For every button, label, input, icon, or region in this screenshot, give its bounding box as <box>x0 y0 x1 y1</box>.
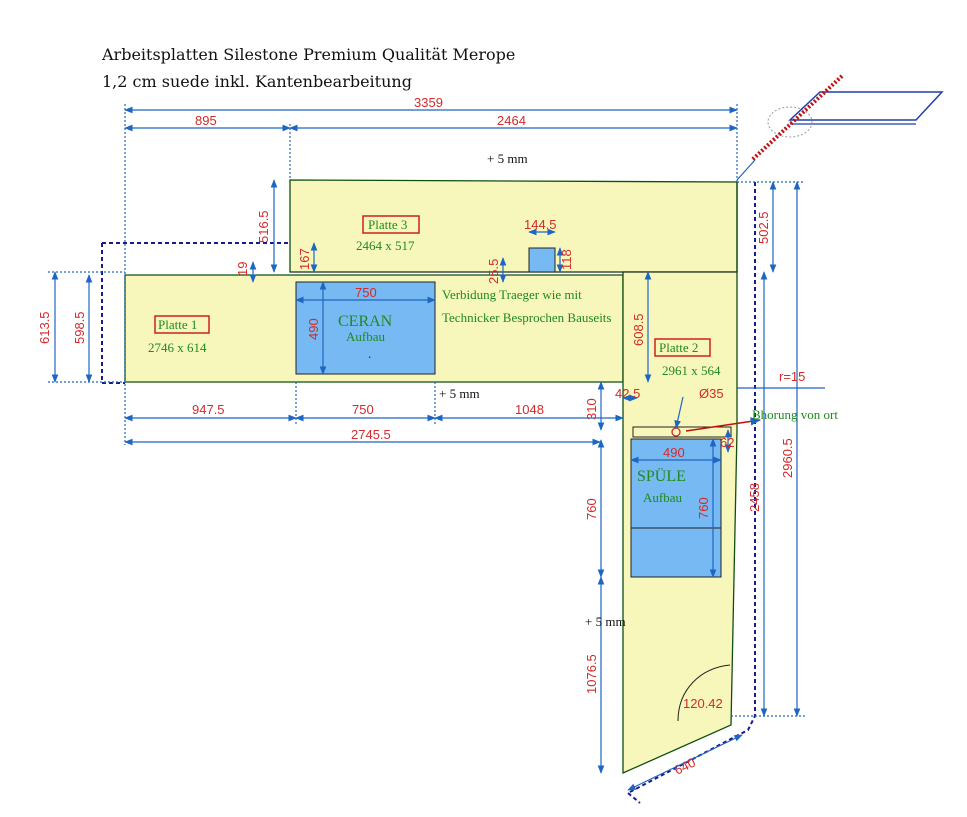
edge-detail-sketch <box>736 74 944 181</box>
dim-613-5: 613.5 <box>37 311 52 344</box>
drill-note: Bhorung von ort <box>752 407 838 422</box>
ceran-dot: . <box>368 346 371 361</box>
corner-radius-arc <box>677 664 731 722</box>
dim-310: 310 <box>584 398 599 420</box>
small-notch-cutout <box>528 247 556 273</box>
platte-3-size: 2464 x 517 <box>356 238 415 253</box>
dim-608-5: 608.5 <box>631 313 646 346</box>
ceran-note: Aufbau <box>346 329 385 344</box>
dim-42-5: 42.5 <box>615 386 640 401</box>
join-note-line-2: Technicker Besprochen Bauseits <box>442 310 611 325</box>
header-line-1: Arbeitsplatten Silestone Premium Qualitä… <box>102 45 516 64</box>
platte-2-label-box <box>654 338 711 357</box>
dimension-labels: 3359 895 2464 516.5 144.5 167 19 25.5 11… <box>37 95 805 778</box>
dim-750: 750 <box>352 402 374 417</box>
dim-120-42: 120.42 <box>683 696 723 711</box>
spuele-note: Aufbau <box>643 490 682 505</box>
platte-1-label: Platte 1 <box>158 317 197 332</box>
dimension-lines <box>48 104 825 791</box>
dim-2960-5: 2960.5 <box>780 438 795 478</box>
slab-platte-3 <box>289 179 738 273</box>
dim-spuele-490: 490 <box>663 445 685 460</box>
dim-598-5: 598.5 <box>72 311 87 344</box>
dim-ceran-490: 490 <box>306 318 321 340</box>
dim-2458: 2458 <box>747 483 762 512</box>
header-line-2: 1,2 cm suede inkl. Kantenbearbeitung <box>102 72 412 91</box>
ceran-label: CERAN <box>338 313 393 330</box>
platte-1-label-box <box>154 315 210 334</box>
join-note-line-1: Verbidung Traeger wie mit <box>442 287 582 302</box>
plus-5-right: + 5 mm <box>585 614 626 629</box>
dim-947-5: 947.5 <box>192 402 225 417</box>
dim-62: 62 <box>720 435 734 450</box>
plus-5-top: + 5 mm <box>487 151 528 166</box>
dim-760: 760 <box>584 498 599 520</box>
dim-895: 895 <box>195 113 217 128</box>
dim-r-15: r=15 <box>779 369 805 384</box>
platte-3-label: Platte 3 <box>368 217 407 232</box>
dim-19: 19 <box>235 262 250 276</box>
dim-2464: 2464 <box>497 113 526 128</box>
dim-1048: 1048 <box>515 402 544 417</box>
platte-1-size: 2746 x 614 <box>148 340 207 355</box>
platte-3-label-box <box>362 215 420 234</box>
dim-1076-5: 1076.5 <box>584 654 599 694</box>
dim-118: 118 <box>559 249 574 270</box>
dim-2745-5: 2745.5 <box>351 427 391 442</box>
dim-167: 167 <box>297 248 312 270</box>
dim-phi-35: Ø35 <box>699 386 724 401</box>
dim-spuele-760: 760 <box>696 497 711 519</box>
platte-2-size: 2961 x 564 <box>662 363 721 378</box>
dim-25-5: 25.5 <box>486 259 501 284</box>
platte-2-label: Platte 2 <box>659 340 698 355</box>
spuele-label: SPÜLE <box>637 467 686 485</box>
drill-hole <box>671 427 681 437</box>
dim-3359: 3359 <box>414 95 443 110</box>
dim-ceran-750: 750 <box>355 285 377 300</box>
dim-516-5: 516.5 <box>256 210 271 243</box>
plus-5-mid: + 5 mm <box>439 386 480 401</box>
dim-144-5: 144.5 <box>524 217 557 232</box>
dim-502-5: 502.5 <box>756 211 771 244</box>
